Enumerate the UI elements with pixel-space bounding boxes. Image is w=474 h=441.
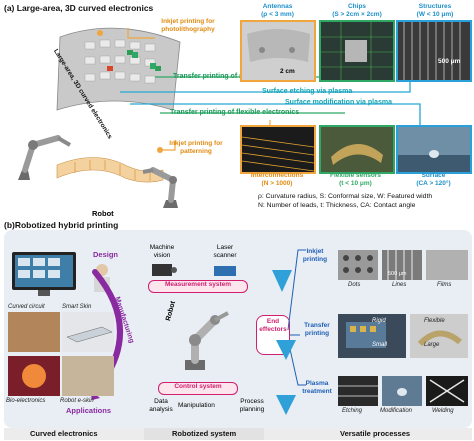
panel-a-title: (a) Large-area, 3D curved electronics (4, 3, 154, 13)
bio-electronics-image (8, 356, 60, 396)
plasma-treatment-label: Plasma treatment (302, 380, 332, 395)
surface-image (396, 125, 472, 174)
transfer-flexible-image (410, 314, 468, 358)
laser-scanner-icon (214, 266, 236, 276)
section-curved-bar (4, 428, 144, 440)
applications-label: Applications (66, 406, 112, 415)
films-label: Films (437, 282, 452, 288)
section-robotized-label: Robotized system (172, 429, 237, 438)
modification-image (382, 376, 422, 406)
etching-label: Etching (342, 408, 363, 414)
transfer-printing-label: Transfer printing (304, 322, 330, 337)
laser-scanner-label: Laser scanner (213, 244, 237, 259)
camera-icon (152, 264, 177, 276)
curved-electronics-sheet (56, 27, 181, 111)
flexible-sensors-caption: Flexible sensors (t < 10 μm) (330, 172, 381, 187)
films-image (426, 250, 468, 280)
interconnections-caption: Interconnections (N > 1000) (250, 172, 304, 187)
flexible-ribbon (56, 157, 164, 183)
small-label: Small (372, 342, 388, 348)
transfer-flexible-label: Transfer printing of flexible electronic… (170, 109, 300, 116)
curved-circuit-label: Curved circuit (8, 304, 45, 310)
curved-circuit-image (8, 312, 60, 352)
monitor-icon (12, 252, 76, 296)
robot-arm-left-icon (18, 135, 72, 180)
legend-line-2: N: Number of leads, t: Thickness, CA: Co… (258, 202, 416, 209)
design-label: Design (93, 250, 119, 259)
legend-line-1: ρ: Curvature radius, S: Conformal size, … (258, 193, 433, 200)
data-analysis-label: Data analysis (149, 398, 173, 413)
connector-lines-b (272, 249, 306, 415)
welding-image (426, 376, 468, 406)
control-system-label: Control system (174, 383, 222, 390)
welding-label: Welding (432, 408, 454, 414)
antennas-image: 2 cm (240, 20, 316, 82)
inkjet-patterning-label: Inkjet printing for patterning (169, 140, 223, 155)
structures-image: 500 μm (396, 20, 472, 82)
control-system-box (158, 382, 238, 395)
section-curved-label: Curved electronics (30, 429, 98, 438)
dots-label: Dots (348, 282, 361, 288)
process-planning-label: Process planning (239, 398, 265, 413)
inkjet-scale: 500 μm (388, 271, 407, 277)
measurement-system-label: Measurement system (164, 281, 232, 288)
bio-electronics-label: Bio-electronics (6, 398, 46, 404)
robot-arm-right-icon (142, 167, 178, 208)
robot-e-skin-image (62, 356, 114, 396)
manipulation-label: Manipulation (178, 402, 215, 409)
section-robotized-bar (144, 428, 264, 440)
robot-label: Robot (92, 209, 114, 218)
smart-skin-label: Smart Skin (62, 304, 92, 310)
inkjet-printing-label: Inkjet printing (302, 248, 328, 263)
dots-image (338, 250, 378, 280)
measurement-system-box (148, 280, 248, 293)
modification-label: Modification (380, 408, 413, 414)
antennas-scale: 2 cm (280, 68, 295, 75)
robot-arm-center-icon (185, 311, 229, 370)
antennas-caption: Antennas (ρ < 3 mm) (261, 3, 294, 18)
lines-image: 500 μm (382, 250, 422, 280)
surface-caption: Surface (CA > 120°) (416, 172, 451, 187)
chips-caption: Chips (S > 2cm × 2cm) (332, 3, 382, 18)
inkjet-photolithography-label: Inkjet printing for photolithography (161, 18, 215, 33)
robot-e-skin-label: Robot e-skin (60, 398, 94, 404)
machine-vision-label: Machine vision (149, 244, 175, 259)
structures-caption: Structures (W < 10 μm) (416, 3, 454, 18)
transfer-rigid-image (338, 314, 406, 358)
flexible-sensors-image (319, 125, 395, 174)
lines-label: Lines (392, 282, 407, 288)
section-versatile-bar (264, 428, 472, 440)
surface-etching-label: Surface etching via plasma (262, 88, 353, 95)
smart-skin-image (62, 312, 114, 352)
surface-modification-label: Surface modification via plasma (285, 99, 392, 106)
end-effectors-label: End effectors (259, 318, 287, 333)
etching-image (338, 376, 378, 406)
chips-image (319, 20, 395, 82)
end-effectors-box (256, 315, 290, 355)
flexible-label: Flexible (424, 318, 445, 324)
structures-scale: 500 μm (438, 58, 461, 65)
panel-b-title: (b)Robotized hybrid printing (4, 220, 119, 230)
large-label: Large (424, 342, 440, 348)
rigid-label: Rigid (372, 318, 386, 324)
transfer-rigid-label: Transfer printing of rigid chips (173, 73, 275, 80)
interconnections-image (240, 125, 316, 174)
section-versatile-label: Versatile processes (340, 429, 411, 438)
